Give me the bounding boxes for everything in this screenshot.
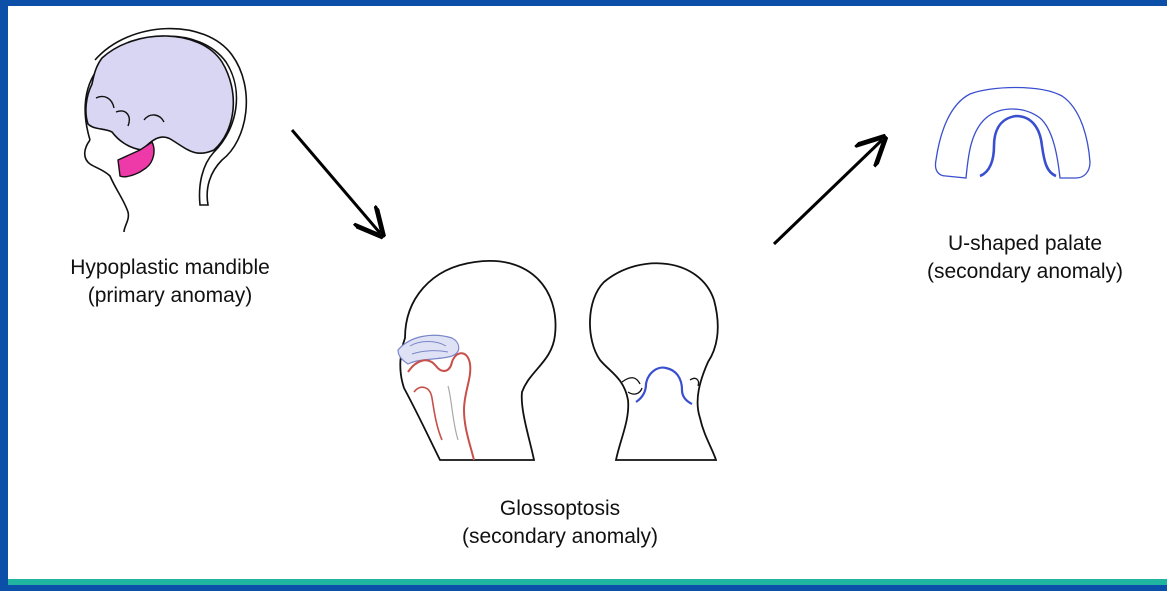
head-sagittal-section-icon — [398, 261, 556, 460]
head-back-view-icon — [590, 263, 718, 460]
arrow-down-right-icon — [292, 130, 380, 233]
skull-profile-icon — [85, 29, 247, 232]
palate-outline-icon — [935, 88, 1090, 179]
label-u-shaped-palate-line1: U-shaped palate — [895, 230, 1155, 258]
label-u-shaped-palate: U-shaped palate (secondary anomaly) — [895, 230, 1155, 286]
label-hypoplastic-mandible-line1: Hypoplastic mandible — [30, 254, 310, 282]
label-hypoplastic-mandible: Hypoplastic mandible (primary anomay) — [30, 254, 310, 310]
arrow-up-right-icon — [774, 140, 882, 244]
label-glossoptosis-line2: (secondary anomaly) — [440, 523, 680, 551]
label-glossoptosis-line1: Glossoptosis — [440, 495, 680, 523]
label-hypoplastic-mandible-line2: (primary anomay) — [30, 282, 310, 310]
label-u-shaped-palate-line2: (secondary anomaly) — [895, 258, 1155, 286]
label-glossoptosis: Glossoptosis (secondary anomaly) — [440, 495, 680, 551]
